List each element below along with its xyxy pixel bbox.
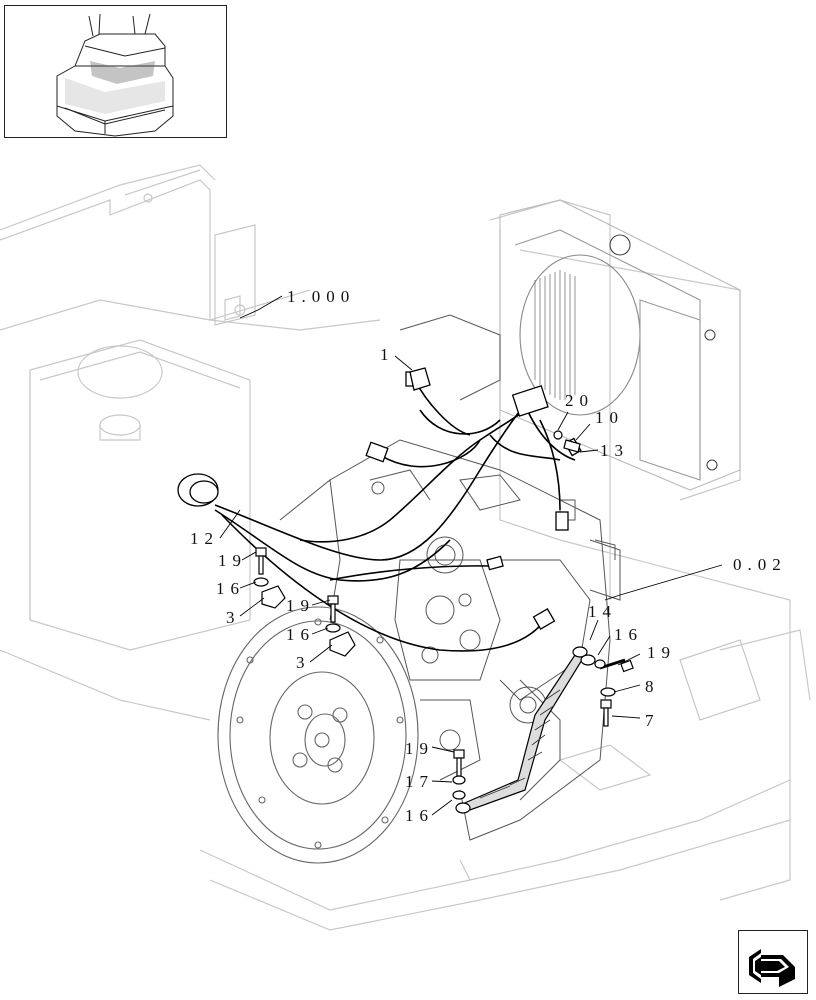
- callout-3-middle[interactable]: 3: [296, 653, 311, 672]
- callout-12[interactable]: 12: [190, 529, 219, 548]
- callout-16-lower[interactable]: 16: [405, 806, 434, 825]
- callout-20[interactable]: 20: [565, 391, 594, 410]
- callout-10[interactable]: 10: [595, 408, 624, 427]
- engine-block: [279, 314, 621, 841]
- callout-19-right[interactable]: 19: [647, 643, 676, 662]
- callout-17[interactable]: 17: [405, 772, 434, 791]
- next-page-arrow-icon: [749, 949, 795, 987]
- callout-16-right[interactable]: 16: [614, 625, 643, 644]
- radiator-assembly: [499, 199, 741, 491]
- callout-19-middle[interactable]: 19: [286, 596, 315, 615]
- callout-13[interactable]: 13: [600, 441, 629, 460]
- callout-0-02[interactable]: 0.02: [733, 555, 787, 574]
- callout-16-middle[interactable]: 16: [286, 625, 315, 644]
- callout-19-left[interactable]: 19: [218, 551, 247, 570]
- callout-14[interactable]: 14: [588, 602, 617, 621]
- overview-thumbnail[interactable]: [4, 5, 227, 138]
- callout-7[interactable]: 7: [645, 711, 660, 730]
- callout-1000[interactable]: 1.000: [287, 287, 356, 306]
- fasteners: [253, 430, 634, 800]
- callout-16-left[interactable]: 16: [216, 579, 245, 598]
- callout-19-lower[interactable]: 19: [405, 739, 434, 758]
- flywheel: [217, 606, 419, 864]
- ground-strap: [455, 646, 588, 814]
- chassis-outline: [0, 164, 811, 931]
- callout-1[interactable]: 1: [380, 345, 395, 364]
- connectors: [177, 367, 582, 630]
- callout-8[interactable]: 8: [645, 677, 660, 696]
- callout-3-left[interactable]: 3: [226, 608, 241, 627]
- leader-lines: [219, 295, 723, 816]
- machine-thumbnail-icon: [56, 13, 174, 137]
- next-page-button[interactable]: [738, 930, 808, 994]
- wiring-harness: [214, 379, 576, 652]
